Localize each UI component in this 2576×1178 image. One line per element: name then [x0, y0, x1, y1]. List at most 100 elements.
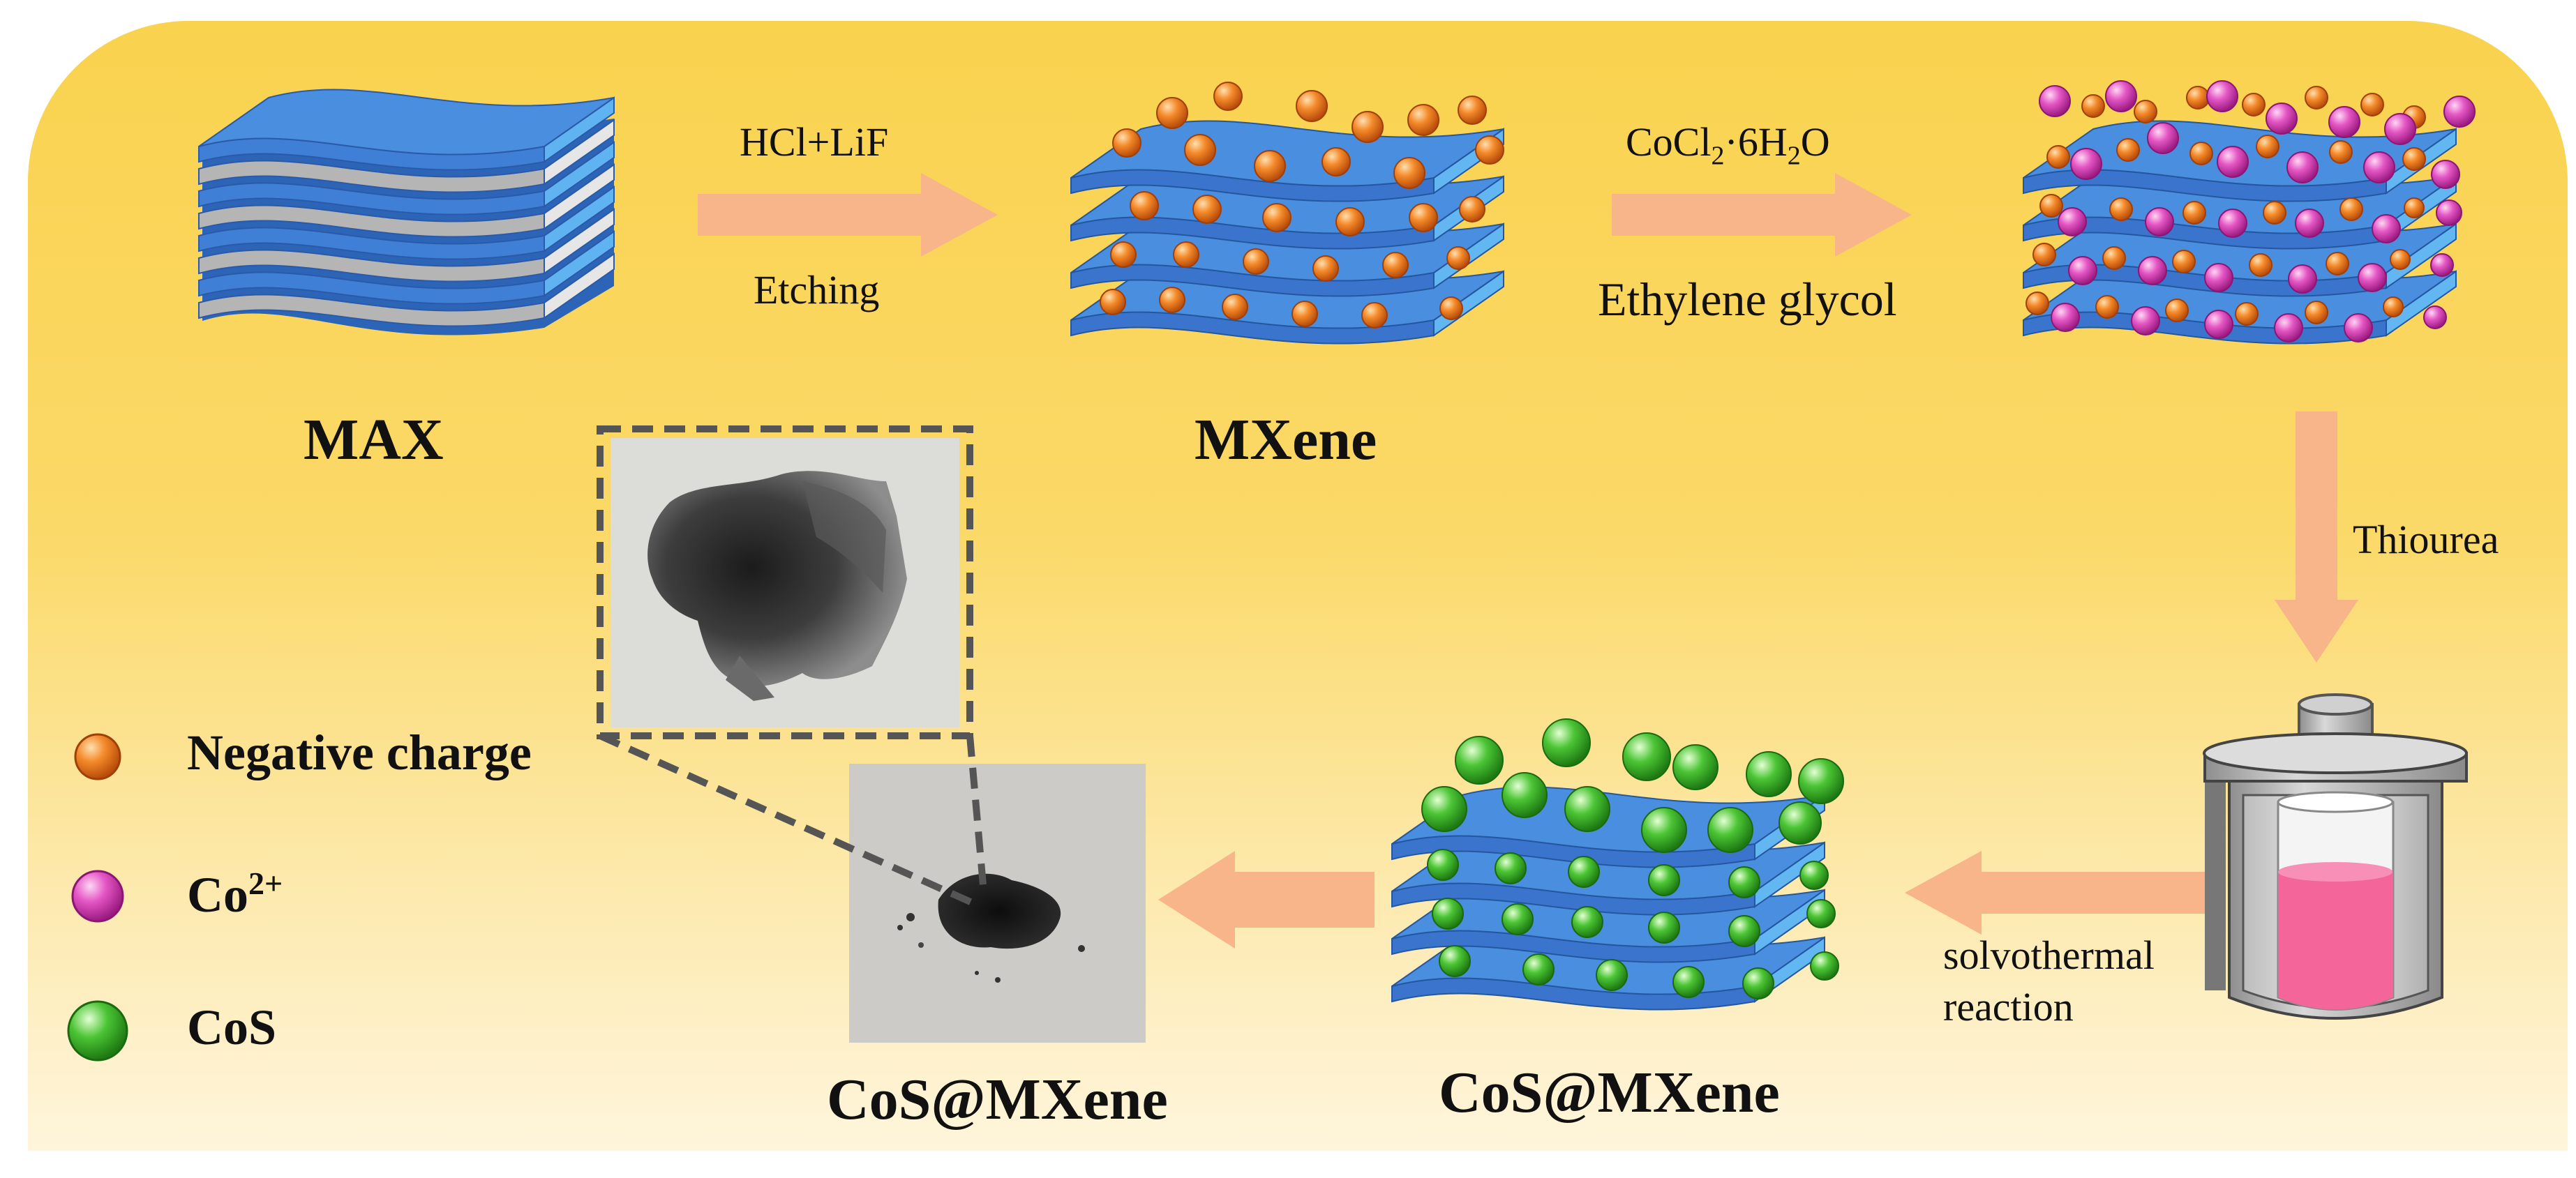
co-ion-dot [2384, 113, 2416, 145]
co-ion-dot [2430, 253, 2454, 277]
arrow-etching [698, 173, 998, 257]
max-layer-side [544, 163, 615, 230]
negative-charge-dot [2305, 301, 2328, 324]
cos-particle [1596, 959, 1628, 991]
co-ion-dot [2068, 256, 2097, 285]
powder-photo [849, 764, 1146, 1043]
negative-charge-dot [2390, 249, 2411, 270]
negative-charge-dot [1184, 134, 1216, 166]
legend-co-ion: Co2+ [187, 866, 283, 923]
negative-charge-dot [2039, 194, 2063, 218]
co-ion-dot [2344, 313, 2373, 342]
negative-charge-dot [2095, 295, 2119, 319]
co-ion-dot [2058, 207, 2087, 236]
cos-particle [1568, 856, 1600, 888]
negative-charge-dot [2326, 252, 2349, 275]
reagent-hcl-lif: HCl+LiF [740, 119, 889, 165]
negative-charge-dot [2165, 299, 2189, 322]
negative-charge-dot [2186, 86, 2210, 110]
legend-cos: CoS [187, 999, 277, 1055]
negative-charge-dot [2339, 197, 2363, 221]
cos-mxene-label-right: CoS@MXene [1439, 1060, 1780, 1125]
co-ion-dot [2204, 310, 2233, 339]
cos-particle [1502, 772, 1548, 818]
negative-charge-dot [1291, 301, 1318, 327]
negative-charge-dot [1296, 90, 1328, 122]
co-ion-dot [2131, 306, 2160, 335]
cos-particle [1742, 967, 1774, 999]
co-ion-dot [2295, 209, 2324, 238]
negative-charge-dot [2329, 140, 2353, 164]
co-ion-dot [2274, 313, 2303, 342]
co-ion-icon [71, 870, 124, 923]
cos-particle [1571, 906, 1603, 938]
co-ion-dot [2431, 160, 2460, 189]
co-ion-dot [2147, 122, 2179, 154]
negative-charge-dot [2256, 135, 2279, 158]
cos-particle [1798, 758, 1844, 804]
co-ion-dot [2051, 303, 2080, 332]
negative-charge-dot [1335, 207, 1365, 236]
negative-charge-dot [1393, 157, 1425, 189]
arrow-collect [1158, 851, 1375, 949]
reagent-cocl2: CoCl2·6H2O [1626, 119, 1830, 171]
negative-charge-dot [2116, 138, 2140, 162]
negative-charge-dot [2134, 100, 2157, 123]
process-etching: Etching [754, 267, 880, 312]
cos-particle [1641, 807, 1687, 853]
cos-particle [1439, 945, 1471, 977]
co-loaded-stack [2023, 80, 2476, 345]
negative-charge-dot [1439, 296, 1463, 320]
cos-particle [1746, 751, 1792, 797]
negative-charge-dot [1243, 248, 1269, 275]
mxene-stack [1070, 82, 1504, 345]
max-layer-side [544, 186, 615, 252]
negative-charge-dot [2249, 253, 2272, 277]
negative-charge-dot [1312, 255, 1339, 282]
cos-particle [1779, 801, 1822, 845]
max-stack [198, 89, 615, 335]
negative-charge-dot [1459, 196, 1485, 222]
negative-charge-dot [2172, 250, 2196, 273]
reagent-thiourea: Thiourea [2353, 517, 2499, 562]
negative-charge-dot [2081, 94, 2105, 118]
cos-particle [1432, 898, 1464, 930]
cos-particle [1502, 903, 1534, 935]
co-ion-dot [2443, 96, 2476, 128]
negative-charge-dot [1110, 241, 1137, 268]
cos-particle [1421, 786, 1467, 832]
co-ion-dot [2206, 80, 2238, 112]
arrow-thiourea [2275, 411, 2358, 663]
cos-particle [1728, 915, 1760, 947]
cos-mxene-label-left: CoS@MXene [827, 1067, 1168, 1132]
co-ion-dot [2436, 199, 2462, 226]
co-ion-dot [2423, 305, 2447, 329]
cos-particle [1455, 736, 1504, 785]
cos-particle [1707, 807, 1753, 853]
cos-particle [1672, 966, 1705, 998]
max-label: MAX [304, 407, 444, 472]
cos-particle [1564, 786, 1610, 832]
co-ion-dot [2039, 85, 2071, 117]
cos-particle [1799, 861, 1829, 890]
negative-charge-dot [1407, 104, 1439, 136]
negative-charge-dot [1112, 128, 1141, 158]
negative-charge-dot [2305, 86, 2328, 110]
cos-particle [1728, 866, 1760, 898]
max-layer-side [544, 252, 615, 319]
negative-charge-dot [2182, 201, 2206, 225]
negative-charge-dot [1475, 135, 1504, 165]
cos-particle [1810, 951, 1839, 981]
negative-charge-dot [2235, 302, 2259, 326]
max-top-face [198, 89, 615, 156]
cos-particle [1522, 953, 1555, 986]
co-ion-dot [2358, 263, 2387, 292]
co-ion-dot [2363, 151, 2395, 183]
negative-charge-dot [1173, 241, 1199, 268]
max-layer-side [544, 119, 615, 186]
negative-charge-dot [1213, 82, 1243, 111]
negative-charge-dot [2263, 201, 2286, 225]
co-ion-dot [2105, 80, 2137, 112]
cos-particle [1648, 912, 1680, 944]
legend-negative-charge: Negative charge [187, 725, 532, 780]
